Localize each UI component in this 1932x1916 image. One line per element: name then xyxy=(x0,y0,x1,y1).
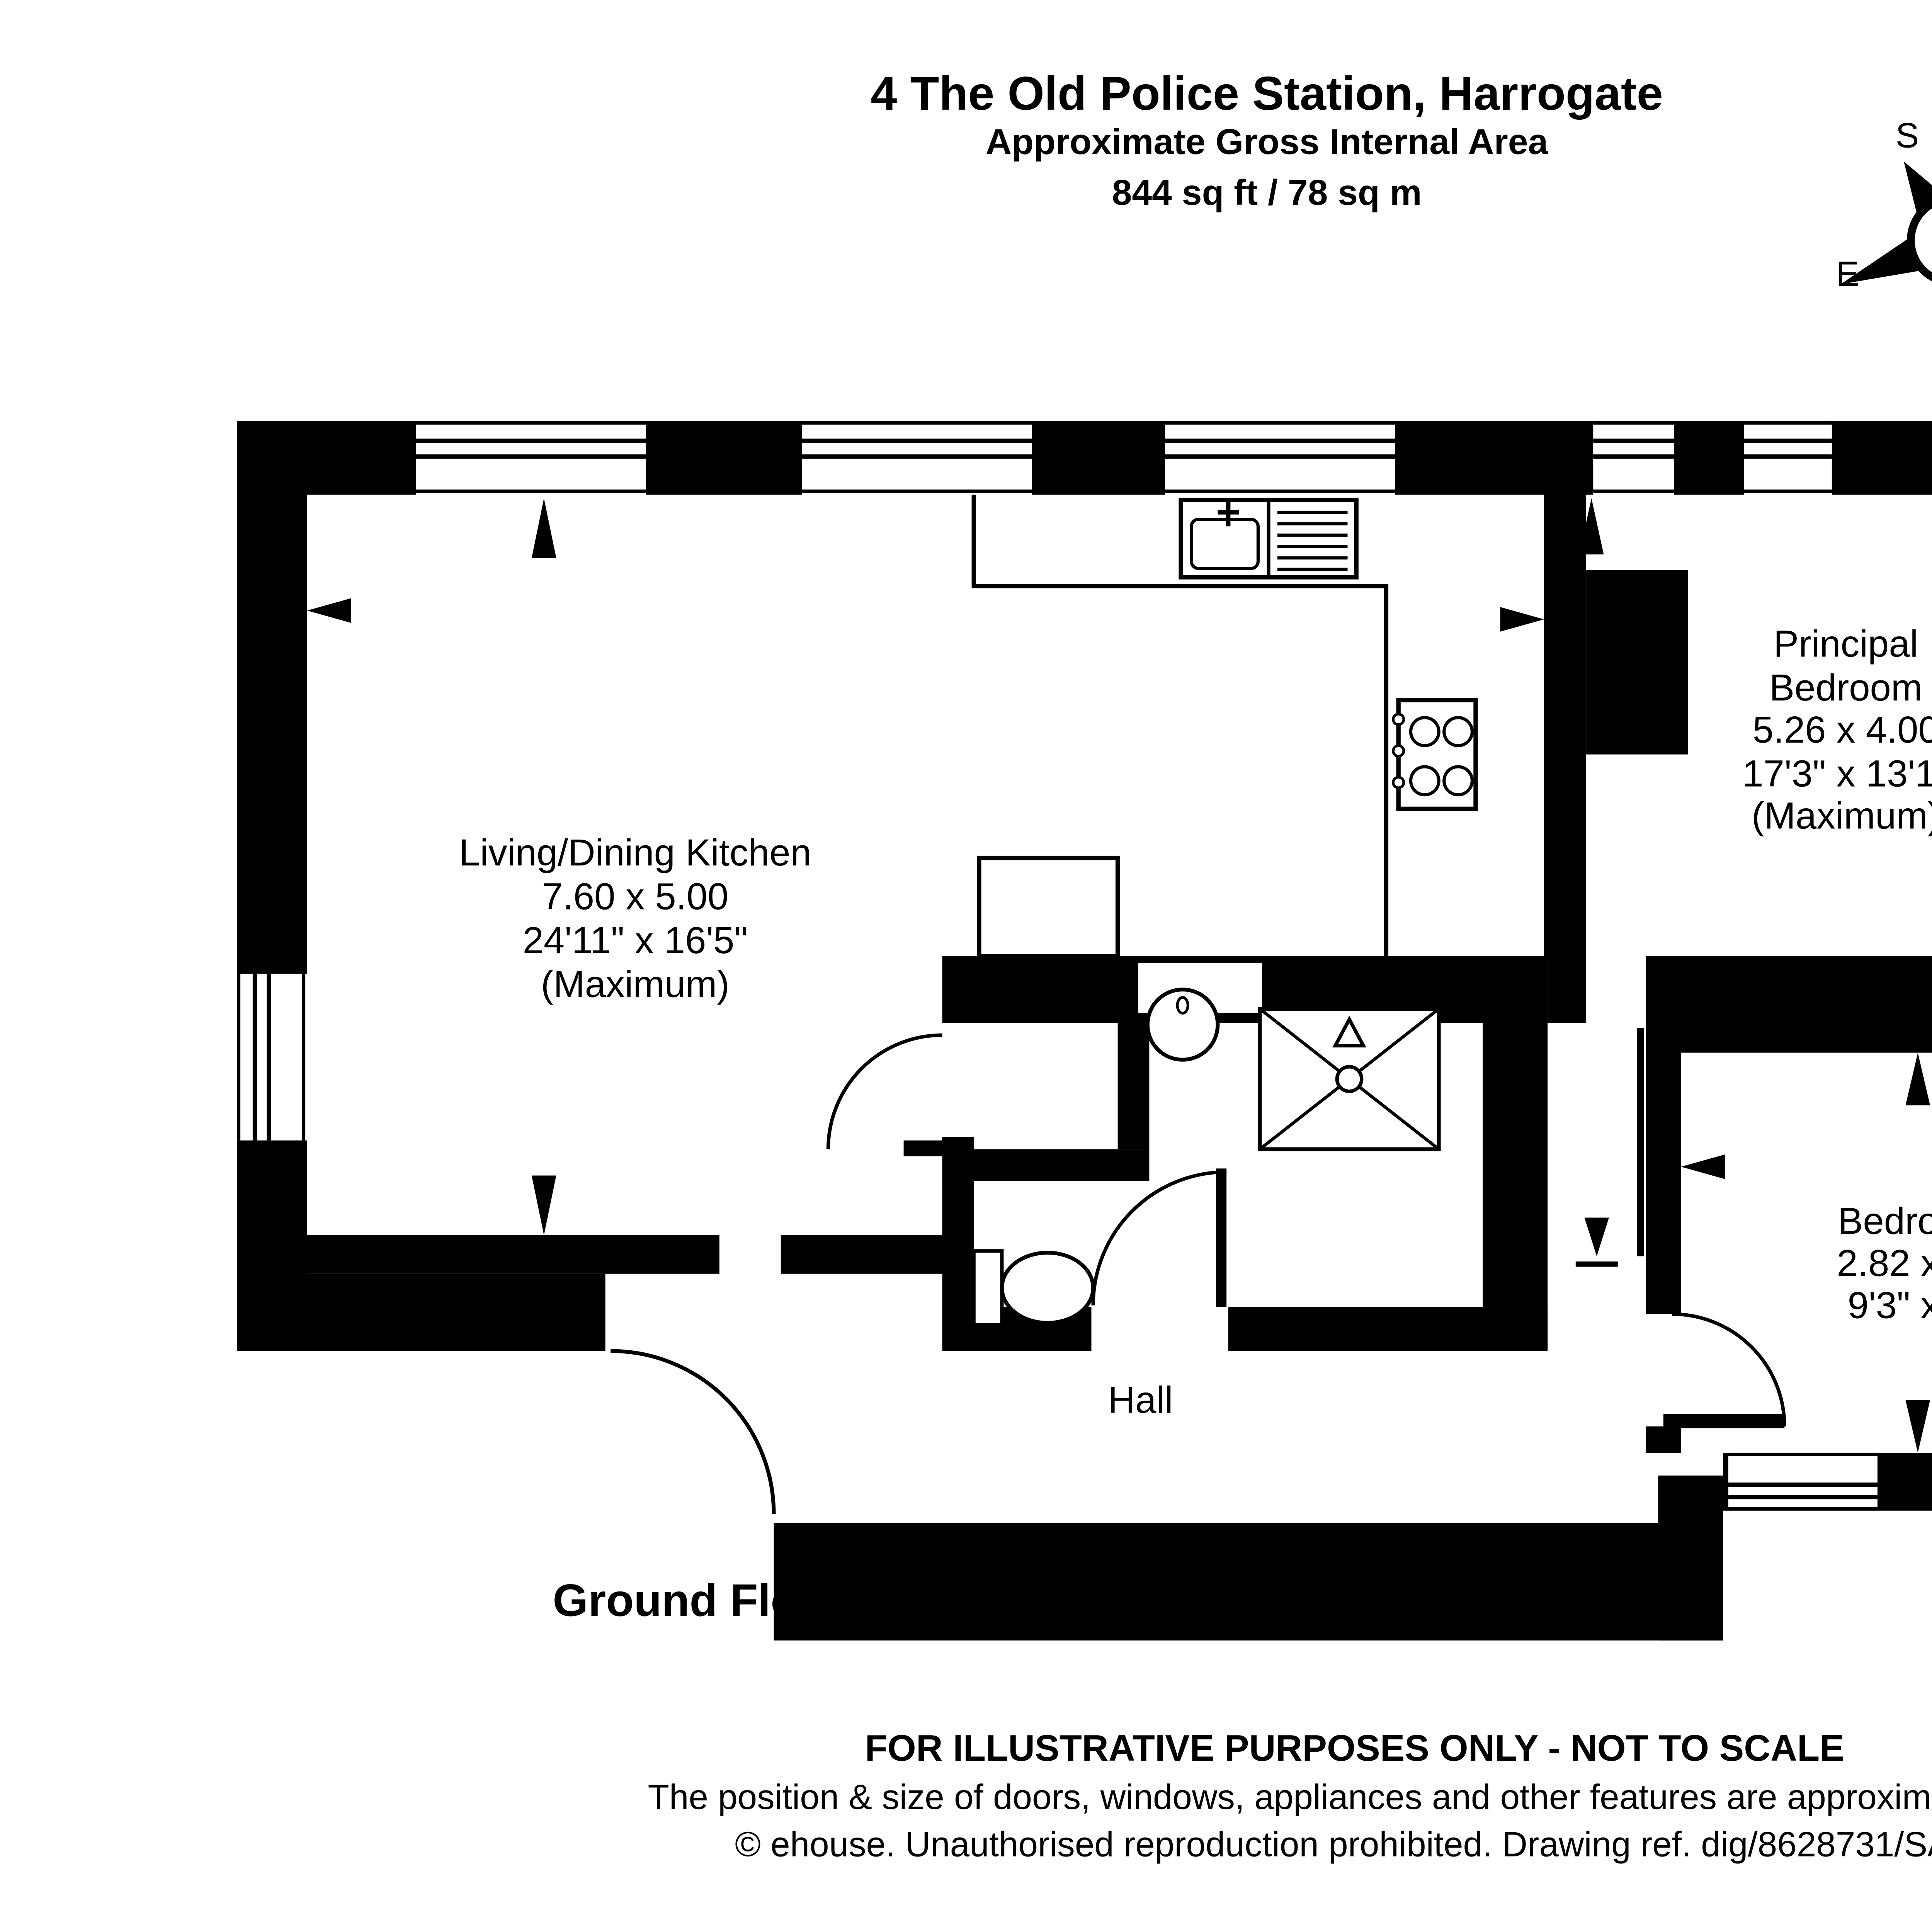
arrow-up-icon xyxy=(1905,1052,1930,1105)
arrow-baseline xyxy=(1575,1261,1618,1267)
page-area: 844 sq ft / 78 sq m xyxy=(1112,173,1422,214)
compass-south-label: S xyxy=(1895,117,1919,156)
wall-hall-step xyxy=(1658,1475,1723,1641)
wall-showerroom-right xyxy=(1483,956,1548,1351)
arrow-right-icon xyxy=(1500,607,1544,632)
wall-bottom-left-band xyxy=(237,1273,605,1351)
door-arc xyxy=(1672,1312,1786,1426)
toilet-icon xyxy=(972,1249,1095,1326)
floor-label: Ground Floor xyxy=(553,1574,844,1627)
window-icon xyxy=(1593,421,1674,495)
arrow-down-icon xyxy=(531,1175,556,1235)
door-arc xyxy=(1091,1170,1227,1306)
shower-room xyxy=(826,960,1441,1326)
wall-showerroom-bottom-b xyxy=(1228,1307,1548,1351)
wall-hall-bottom xyxy=(774,1523,1723,1641)
room-dim-bedroom2-imperial: 9'3" x 9'2" xyxy=(1847,1285,1932,1327)
arrow-up-icon xyxy=(531,498,556,558)
room-label-living: Living/Dining Kitchen xyxy=(459,832,811,874)
room-dim-principal-metric: 5.26 x 4.00 xyxy=(1752,709,1932,751)
door-leaf xyxy=(1637,1028,1644,1256)
kitchen xyxy=(971,495,1478,959)
room-dim-living-imperial: 24'11" x 16'5" xyxy=(522,920,748,962)
door-leaf xyxy=(1216,1168,1227,1307)
wall-cupboard-bottom xyxy=(942,1149,1150,1181)
window-icon xyxy=(1728,1452,1878,1511)
arrow-left-icon xyxy=(1681,1154,1725,1179)
wall-pier xyxy=(1586,570,1688,755)
arrow-up-icon xyxy=(1579,498,1604,554)
room-label-principal-2: Bedroom xyxy=(1769,667,1923,709)
walls xyxy=(237,421,1932,1641)
windows xyxy=(237,421,1878,1511)
window-icon xyxy=(237,974,307,1141)
compass-icon xyxy=(1840,161,1932,284)
page-title: 4 The Old Police Station, Harrogate xyxy=(871,67,1663,121)
footer-approximate-note: The position & size of doors, windows, a… xyxy=(648,1779,1932,1818)
arrow-left-icon xyxy=(307,598,351,623)
kitchen-sink-icon xyxy=(1179,498,1359,580)
room-label-bedroom2: Bedroom 2 xyxy=(1838,1200,1932,1243)
wall-living-bottom-b xyxy=(781,1235,942,1274)
wall-left xyxy=(237,421,307,1351)
window-icon xyxy=(802,421,1032,495)
wall-passage-corner xyxy=(1548,956,1587,1023)
window-icon xyxy=(1165,421,1395,495)
wall-cupboard-right xyxy=(1117,1023,1150,1149)
door-arc xyxy=(826,1033,942,1149)
arrow-down-icon xyxy=(1584,1217,1609,1256)
compass-east-label: E xyxy=(1836,256,1859,295)
hob-icon xyxy=(1392,698,1478,811)
door-leaf xyxy=(903,1140,946,1156)
room-note-living: (Maximum) xyxy=(541,964,730,1006)
kitchen-counter-icon xyxy=(971,495,1389,956)
room-label-hall: Hall xyxy=(1108,1379,1173,1422)
footer-disclaimer: FOR ILLUSTRATIVE PURPOSES ONLY - NOT TO … xyxy=(865,1729,1844,1770)
window-icon xyxy=(1744,421,1832,495)
arrow-left-icon xyxy=(1586,607,1630,632)
shower-icon xyxy=(1258,1007,1441,1151)
room-dim-principal-imperial: 17'3" x 13'1" xyxy=(1742,753,1932,796)
basin-icon xyxy=(1145,988,1220,1062)
room-note-principal: (Maximum) xyxy=(1752,795,1932,838)
door-arc xyxy=(611,1349,776,1514)
room-dim-bedroom2-metric: 2.82 x 2.80 xyxy=(1837,1243,1932,1285)
wall-bedroom2-left-stub xyxy=(1646,1426,1681,1453)
footer-copyright: © ehouse. Unauthorised reproduction proh… xyxy=(735,1826,1932,1865)
wall-bedrooms-divider xyxy=(1646,956,1932,1053)
doors xyxy=(611,1028,1786,1514)
wall-bedroom2-left xyxy=(1646,982,1681,1314)
window-icon xyxy=(416,421,646,495)
room-dim-living-metric: 7.60 x 5.00 xyxy=(542,876,729,918)
dimension-arrows xyxy=(307,498,1930,1453)
arrow-down-icon xyxy=(1905,1400,1930,1453)
page-subtitle: Approximate Gross Internal Area xyxy=(985,122,1548,163)
room-label-principal-1: Principal xyxy=(1773,623,1918,666)
wall-living-bottom-a xyxy=(237,1235,719,1274)
wall-living-bedroom-divider xyxy=(1544,421,1587,956)
kitchen-unit-icon xyxy=(977,855,1120,959)
door-leaf xyxy=(1663,1414,1785,1428)
